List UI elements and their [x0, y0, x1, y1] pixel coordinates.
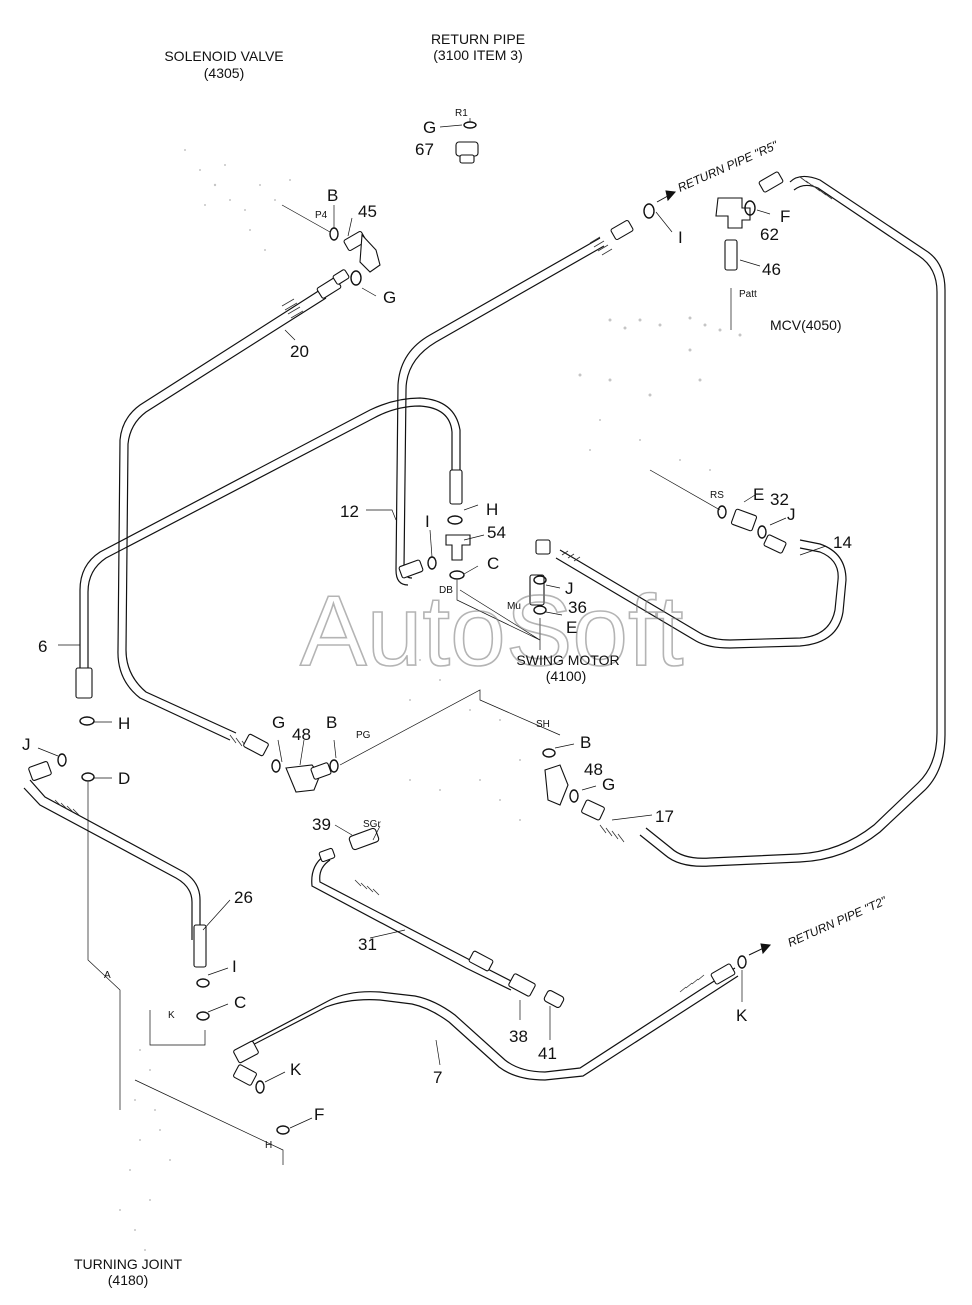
o-rings — [57, 121, 767, 1135]
mcv-label: MCV(4050) — [770, 317, 842, 333]
hose-6 — [79, 397, 461, 680]
leader-lines — [37, 118, 827, 1165]
callout-k-t2: K — [736, 1006, 748, 1025]
port-h: H — [265, 1140, 272, 1151]
tee-54 — [445, 534, 471, 561]
solenoid-valve-title: SOLENOID VALVE — [164, 48, 283, 64]
turning-joint-title: TURNING JOINT — [74, 1256, 183, 1272]
part-26: 26 — [234, 888, 253, 907]
callout-h-6: H — [118, 714, 130, 733]
part-48b: 48 — [584, 760, 603, 779]
callout-j-26: J — [22, 735, 31, 754]
part-46: 46 — [762, 260, 781, 279]
callout-c-54: C — [487, 554, 499, 573]
part-54: 54 — [487, 523, 506, 542]
turning-joint-number: (4180) — [108, 1272, 148, 1288]
part-12: 12 — [340, 502, 359, 521]
tee-62 — [715, 197, 751, 229]
part-32: 32 — [770, 490, 789, 509]
port-sh: SH — [536, 719, 550, 730]
callout-c-26: C — [234, 993, 246, 1012]
elbow-48b — [544, 764, 569, 806]
callout-e-36: E — [566, 618, 577, 637]
valve-46 — [724, 239, 738, 271]
hose-17 — [639, 175, 946, 867]
part-36: 36 — [568, 598, 587, 617]
hose-7 — [238, 967, 739, 1081]
part-6: 6 — [38, 637, 47, 656]
swing-motor-title: SWING MOTOR — [516, 652, 619, 668]
part-45: 45 — [358, 202, 377, 221]
callout-i-26: I — [232, 957, 237, 976]
part-39: 39 — [312, 815, 331, 834]
callout-g-sh: G — [602, 775, 615, 794]
port-db: DB — [439, 585, 453, 596]
port-labels: R1 P4 Patt RS DB Mu PG SH SGr A K H — [104, 108, 757, 1151]
callout-g-solenoid: G — [383, 288, 396, 307]
return-pipe-item: (3100 ITEM 3) — [433, 47, 522, 63]
port-rs: RS — [710, 490, 724, 501]
watermark: AutoSoft — [300, 575, 684, 687]
return-arrows — [656, 190, 772, 956]
callout-d-26: D — [118, 769, 130, 788]
part-62: 62 — [760, 225, 779, 244]
adapter-32 — [730, 508, 758, 532]
callout-f-62: F — [780, 207, 790, 226]
faded-components — [119, 149, 742, 1251]
port-sgr: SGr — [363, 819, 381, 830]
fittings — [28, 141, 787, 1086]
part-67: 67 — [415, 140, 434, 159]
hose-14 — [555, 539, 847, 649]
callout-g-top: G — [423, 118, 436, 137]
plug-67 — [455, 141, 479, 157]
port-pg: PG — [356, 730, 371, 741]
return-pipe-t2-label: RETURN PIPE "T2" — [786, 893, 890, 949]
port-p4: P4 — [315, 210, 328, 221]
adapter-39 — [348, 827, 380, 851]
port-k: K — [168, 1010, 175, 1021]
part-38: 38 — [509, 1027, 528, 1046]
callout-i-r5: I — [678, 228, 683, 247]
part-numbers: 67 45 20 62 46 12 54 32 14 36 6 48 48 39… — [38, 140, 852, 1087]
callout-j-36: J — [565, 579, 574, 598]
adapter-36 — [529, 574, 545, 606]
callout-b-solenoid: B — [327, 186, 338, 205]
hoses — [23, 175, 946, 1081]
part-41: 41 — [538, 1044, 557, 1063]
port-patt: Patt — [739, 289, 757, 300]
port-r1: R1 — [455, 108, 468, 119]
callout-f-turning-joint: F — [314, 1105, 324, 1124]
swing-motor-number: (4100) — [546, 668, 586, 684]
port-mu: Mu — [507, 601, 521, 612]
callout-g-48: G — [272, 713, 285, 732]
solenoid-valve-number: (4305) — [204, 65, 244, 81]
port-a: A — [104, 970, 111, 981]
callout-h-12: H — [486, 500, 498, 519]
part-14: 14 — [833, 533, 852, 552]
callout-b-48: B — [326, 713, 337, 732]
plug-41 — [543, 989, 565, 1009]
part-20: 20 — [290, 342, 309, 361]
part-31: 31 — [358, 935, 377, 954]
letter-callouts: G B G I F H I C E J J E H J D G B B G I … — [22, 118, 796, 1124]
elbow-45 — [359, 233, 381, 273]
callout-k-7: K — [290, 1060, 302, 1079]
part-48a: 48 — [292, 725, 311, 744]
callout-b-sh: B — [580, 733, 591, 752]
callout-j-32: J — [787, 505, 796, 524]
adapter-38 — [508, 973, 536, 997]
part-7: 7 — [433, 1068, 442, 1087]
part-17: 17 — [655, 807, 674, 826]
callout-i-12: I — [425, 512, 430, 531]
callout-e-32: E — [753, 485, 764, 504]
return-pipe-title: RETURN PIPE — [431, 31, 525, 47]
hose-26 — [23, 779, 201, 940]
